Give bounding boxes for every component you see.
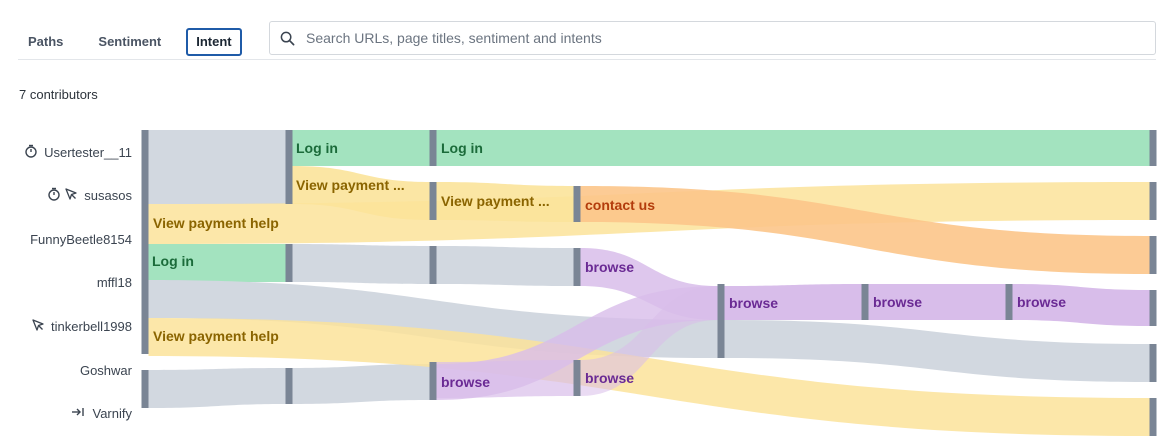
contributor-row[interactable]: Usertester__11 [24, 142, 132, 162]
tab-sentiment[interactable]: Sentiment [98, 34, 162, 49]
contributor-row[interactable]: Varnify [71, 403, 133, 423]
flow-contact [580, 186, 1150, 274]
journey-node[interactable] [717, 284, 725, 358]
cursor-icon [31, 318, 45, 335]
journey-node[interactable] [1149, 290, 1157, 326]
contributor-row[interactable]: mffl18 [97, 272, 132, 292]
flow-neutral [292, 364, 430, 404]
step-label: View payment help [153, 215, 279, 231]
flow-payment [436, 182, 574, 222]
journey-node[interactable] [1149, 182, 1157, 220]
journey-node[interactable] [141, 130, 149, 354]
contributor-icons [47, 187, 78, 204]
sankey-flows [148, 130, 1150, 436]
tab-bar: Paths Sentiment Intent [18, 28, 242, 60]
cursor-icon [64, 187, 78, 204]
flow-login [436, 130, 1150, 166]
step-label: browse [1017, 294, 1066, 310]
contributor-row[interactable]: FunnyBeetle8154 [30, 229, 132, 249]
tab-paths[interactable]: Paths [28, 34, 64, 49]
flow-browse [868, 284, 1006, 320]
journey-node[interactable] [573, 186, 581, 222]
contributor-icons [31, 318, 45, 335]
contributors-count: 7 contributors [19, 87, 98, 102]
journey-node[interactable] [285, 368, 293, 404]
contributor-name: FunnyBeetle8154 [30, 231, 132, 247]
sankey-labels: Log in Log in View payment ... View payment… [152, 140, 1066, 390]
flow-neutral [292, 244, 430, 284]
step-label: browse [441, 374, 490, 390]
step-label: browse [585, 259, 634, 275]
flow-browse [724, 284, 862, 320]
flow-browse [436, 360, 574, 398]
contributor-name: tinkerbell1998 [51, 318, 132, 334]
contributor-icons [71, 406, 87, 421]
journey-node[interactable] [1149, 344, 1157, 382]
stopwatch-icon [24, 144, 38, 161]
journey-node[interactable] [573, 248, 581, 286]
journey-node[interactable] [861, 284, 869, 320]
journey-node[interactable] [429, 246, 437, 284]
journey-node[interactable] [141, 370, 149, 408]
journey-node[interactable] [285, 130, 293, 204]
tab-intent[interactable]: Intent [186, 28, 242, 56]
journey-node[interactable] [1149, 130, 1157, 166]
exit-icon [71, 406, 87, 421]
contributor-row[interactable]: tinkerbell1998 [31, 316, 132, 336]
journey-node[interactable] [429, 362, 437, 400]
search-input[interactable] [304, 29, 1128, 47]
step-label: Log in [296, 140, 338, 156]
journey-node[interactable] [285, 244, 293, 282]
flow-login [292, 130, 430, 166]
step-label: View payment help [153, 328, 279, 344]
search-icon [280, 31, 295, 45]
journey-node[interactable] [573, 360, 581, 396]
tab-divider [18, 59, 1156, 60]
contributor-name: Goshwar [79, 362, 132, 378]
step-label: browse [729, 295, 778, 311]
step-label: Log in [152, 253, 194, 269]
flow-payment [148, 318, 1150, 436]
contributor-icons [24, 144, 38, 161]
journey-node[interactable] [429, 130, 437, 166]
contributor-name: Usertester__11 [44, 144, 132, 160]
contributor-name: susasos [84, 187, 132, 203]
flow-login [148, 244, 286, 282]
contributor-name: Varnify [92, 405, 133, 421]
journey-node[interactable] [1149, 398, 1157, 436]
step-label: browse [873, 294, 922, 310]
flow-browse [580, 286, 718, 396]
contributor-row[interactable]: susasos [47, 185, 132, 205]
step-label: Log in [441, 140, 483, 156]
contributor-name: mffl18 [96, 274, 132, 290]
search-box[interactable] [269, 21, 1156, 55]
flow-neutral [148, 368, 286, 408]
journey-node[interactable] [1149, 236, 1157, 274]
sankey-nodes [141, 130, 1157, 436]
step-label: browse [585, 370, 634, 386]
flow-neutral [724, 320, 1150, 382]
journey-node[interactable] [1005, 284, 1013, 320]
step-label: View payment ... [296, 177, 405, 193]
flow-neutral [436, 246, 574, 286]
journey-node[interactable] [429, 182, 437, 220]
contributor-row[interactable]: Goshwar [80, 360, 132, 380]
step-label: contact us [585, 197, 655, 213]
stopwatch-icon [47, 187, 61, 204]
flow-browse [1012, 284, 1150, 326]
flow-neutral [148, 130, 286, 204]
step-label: View payment ... [441, 193, 550, 209]
